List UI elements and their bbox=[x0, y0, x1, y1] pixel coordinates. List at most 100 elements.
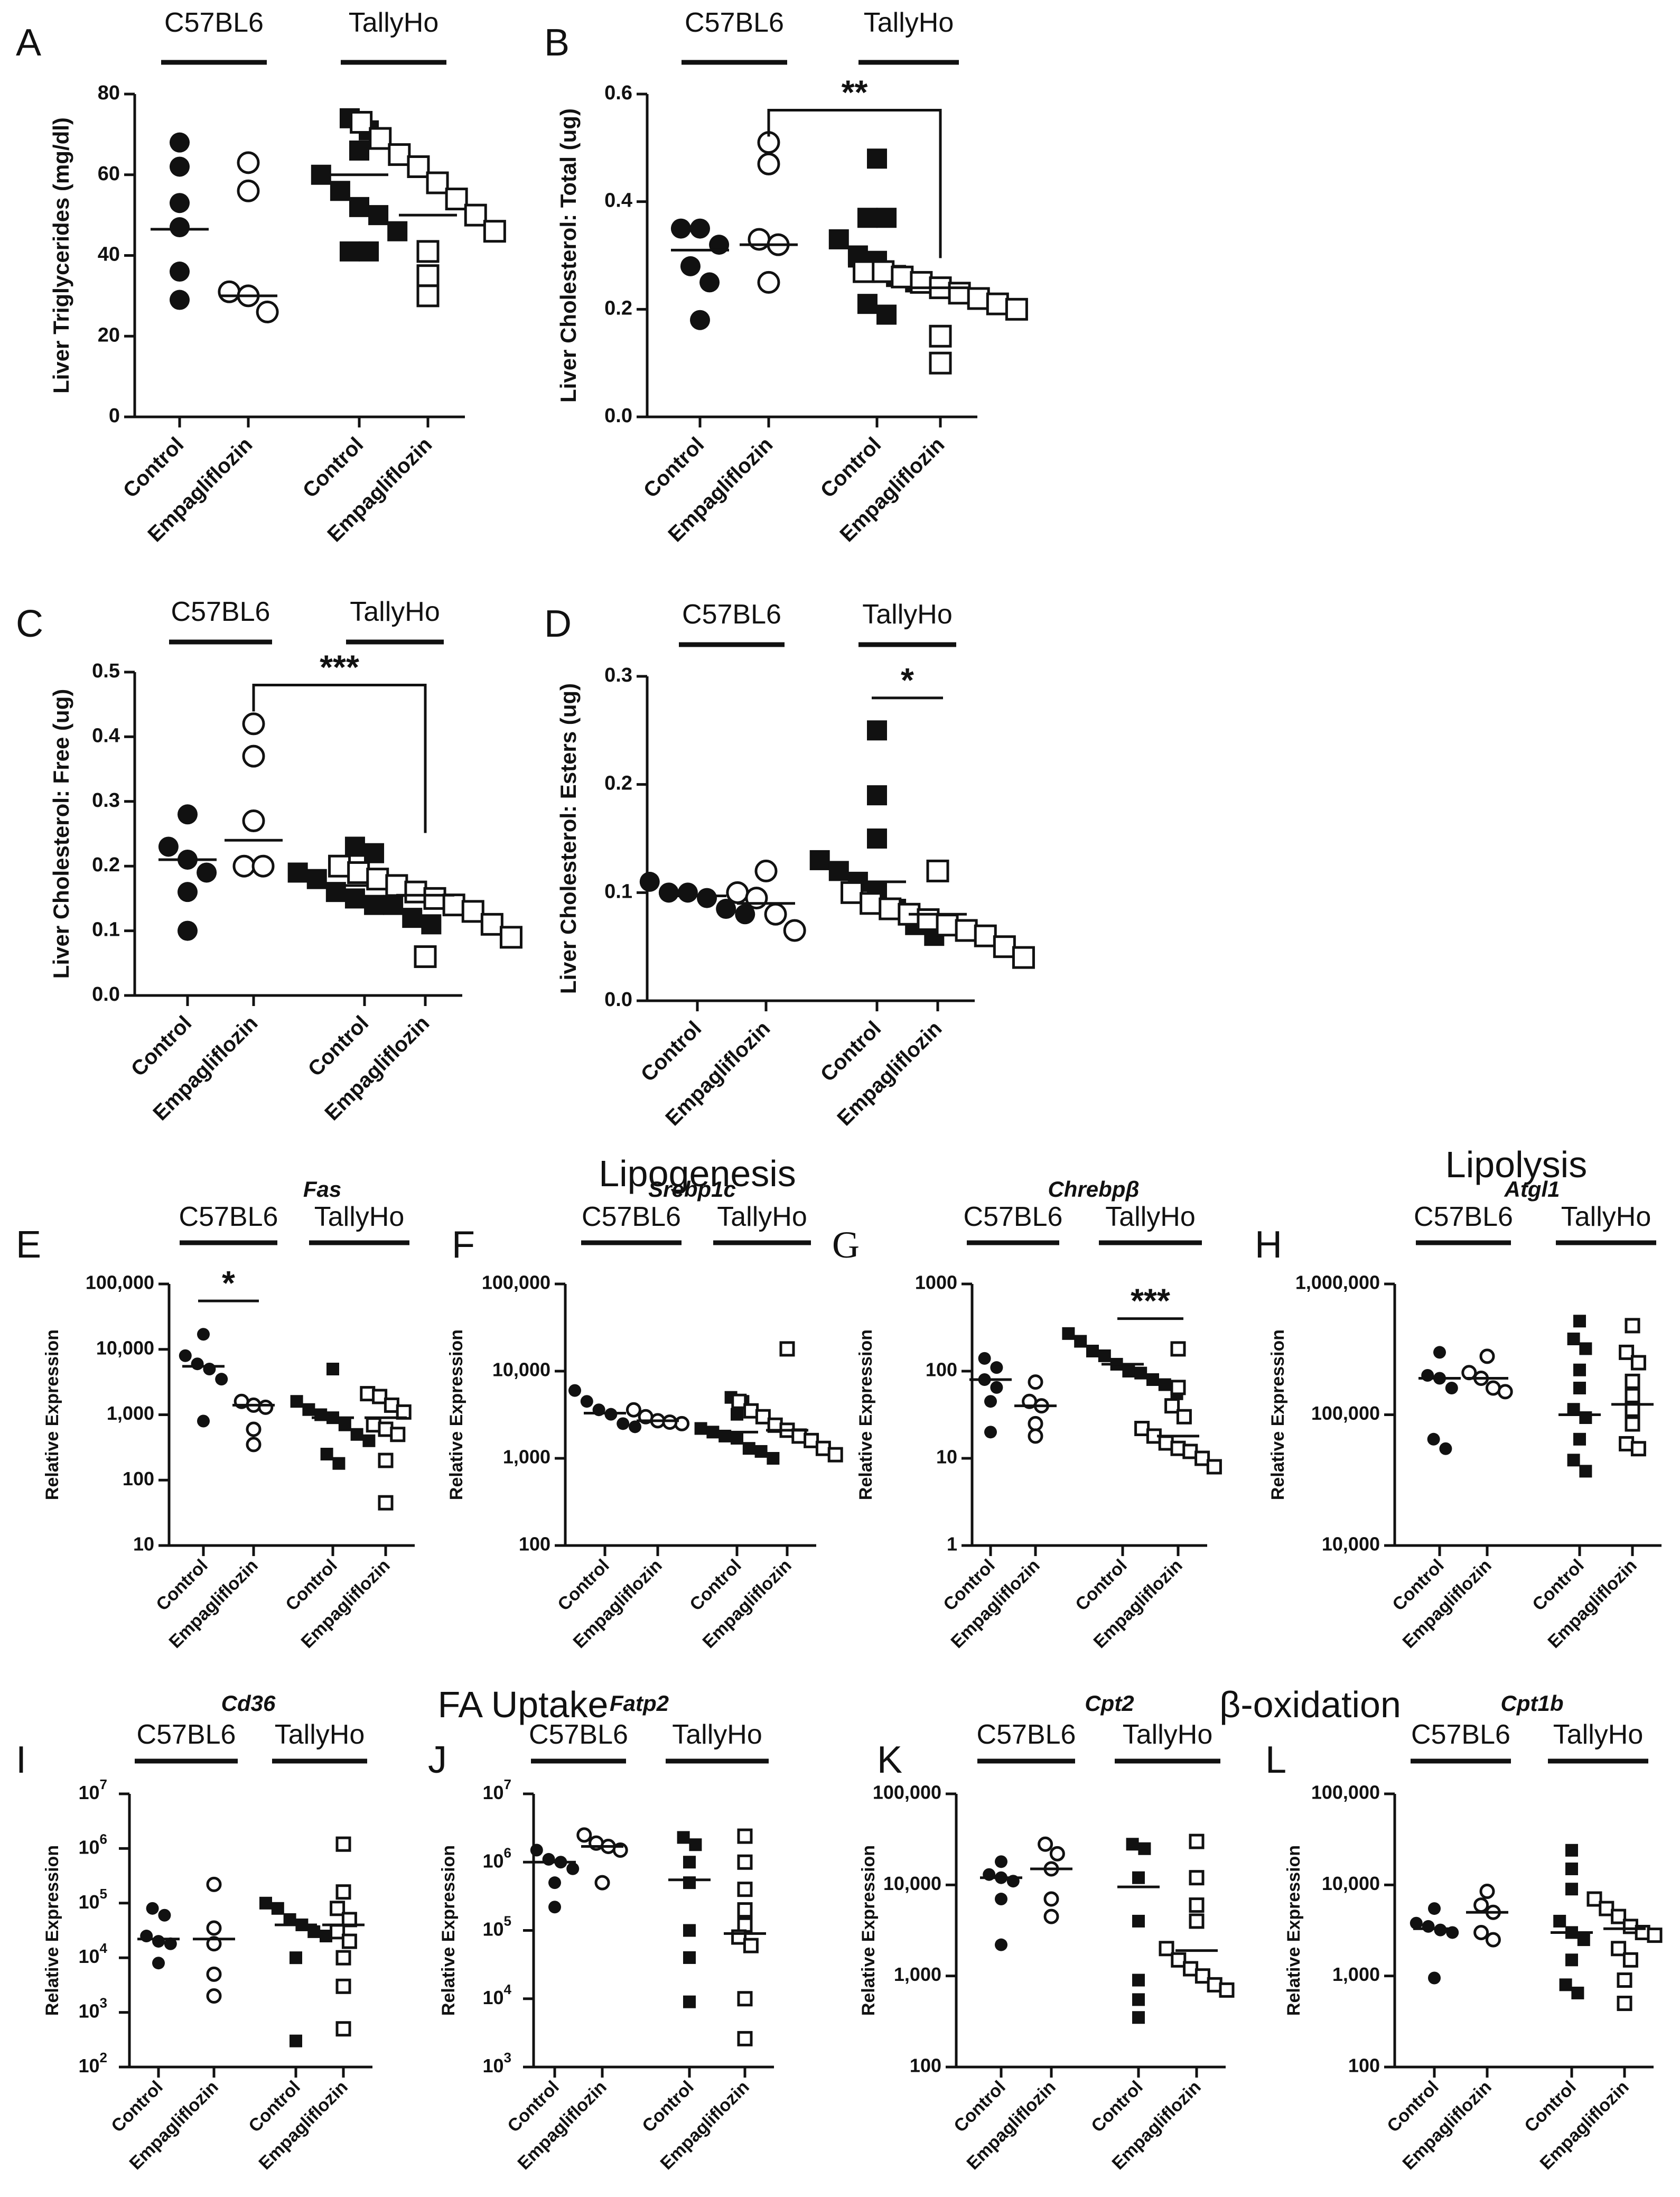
data-point bbox=[178, 882, 198, 902]
data-point bbox=[461, 900, 484, 923]
data-point bbox=[967, 287, 990, 310]
data-point bbox=[387, 221, 408, 241]
y-tick-label: 105 bbox=[482, 1913, 511, 1940]
data-point bbox=[548, 1876, 561, 1889]
data-point bbox=[1567, 1333, 1580, 1346]
gene-title: Chrebpβ bbox=[1048, 1177, 1139, 1202]
y-tick-label: 0.0 bbox=[604, 989, 632, 1011]
y-tick-label: 10,000 bbox=[883, 1873, 941, 1894]
data-point bbox=[1219, 1982, 1235, 1998]
data-point bbox=[828, 861, 849, 881]
panel-letter: C bbox=[16, 603, 43, 645]
data-point bbox=[307, 1925, 321, 1938]
data-point bbox=[237, 151, 260, 174]
data-point bbox=[332, 1457, 346, 1470]
group-label: TallyHo bbox=[1123, 1719, 1213, 1750]
data-point bbox=[917, 908, 940, 931]
data-point bbox=[867, 828, 887, 849]
data-point bbox=[755, 1409, 771, 1425]
data-point bbox=[256, 300, 279, 323]
data-point bbox=[1170, 1341, 1186, 1357]
data-point bbox=[414, 945, 437, 969]
group-label: TallyHo bbox=[350, 597, 440, 627]
data-point bbox=[366, 868, 389, 891]
data-point bbox=[984, 1426, 997, 1439]
y-tick-label: 102 bbox=[78, 2050, 107, 2077]
y-tick-label: 0.2 bbox=[604, 297, 632, 319]
data-point bbox=[694, 1422, 707, 1435]
gene-title: Cd36 bbox=[221, 1691, 276, 1716]
y-tick-label: 0.2 bbox=[604, 772, 632, 795]
data-point bbox=[1043, 1891, 1059, 1907]
data-point bbox=[170, 262, 190, 282]
y-tick-label: 104 bbox=[482, 1981, 511, 2008]
data-point bbox=[530, 1844, 543, 1857]
data-point bbox=[683, 1876, 696, 1889]
data-point bbox=[1038, 1836, 1053, 1852]
data-point bbox=[242, 712, 265, 736]
data-point bbox=[1170, 1380, 1186, 1395]
data-point bbox=[1579, 1465, 1592, 1478]
significance-label: *** bbox=[1131, 1282, 1170, 1320]
y-tick-label: 0.0 bbox=[604, 405, 632, 427]
y-tick-label: 1,000 bbox=[107, 1402, 154, 1424]
data-point bbox=[349, 197, 369, 217]
data-point bbox=[246, 1421, 262, 1437]
data-point bbox=[178, 804, 198, 825]
data-point bbox=[388, 143, 411, 166]
data-point bbox=[1445, 1381, 1458, 1394]
y-tick-label: 20 bbox=[98, 324, 120, 346]
data-point bbox=[853, 260, 876, 283]
y-axis-label: Relative Expression bbox=[1284, 1845, 1304, 2016]
data-point bbox=[677, 1831, 690, 1844]
gene-title: Fatp2 bbox=[610, 1691, 669, 1716]
data-point bbox=[1428, 1902, 1441, 1915]
data-point bbox=[359, 241, 379, 262]
data-point bbox=[662, 1414, 678, 1430]
data-point bbox=[926, 859, 949, 882]
data-point bbox=[783, 919, 806, 942]
data-point bbox=[754, 859, 778, 882]
gene-title: Fas bbox=[303, 1177, 341, 1202]
y-tick-label: 100 bbox=[519, 1533, 550, 1555]
data-point bbox=[867, 720, 887, 741]
x-category-label: Control bbox=[298, 433, 368, 502]
data-point bbox=[568, 1384, 581, 1397]
data-point bbox=[426, 171, 449, 194]
data-point bbox=[948, 282, 971, 305]
data-point bbox=[314, 1408, 328, 1421]
data-point bbox=[1005, 297, 1028, 321]
y-tick-label: 60 bbox=[98, 163, 120, 185]
y-tick-label: 100,000 bbox=[482, 1272, 550, 1293]
y-axis-label: Relative Expression bbox=[42, 1329, 62, 1500]
data-point bbox=[1579, 1342, 1592, 1355]
data-point bbox=[445, 188, 468, 211]
data-point bbox=[670, 218, 691, 239]
data-point bbox=[170, 290, 190, 310]
y-tick-label: 100 bbox=[123, 1468, 154, 1490]
data-point bbox=[290, 1395, 303, 1408]
data-point bbox=[404, 880, 427, 904]
data-point bbox=[699, 272, 720, 293]
data-point bbox=[330, 1924, 346, 1940]
group-label: C57BL6 bbox=[582, 1202, 681, 1232]
data-point bbox=[140, 1930, 153, 1943]
data-point bbox=[1086, 1344, 1099, 1357]
data-point bbox=[1171, 1952, 1187, 1968]
data-point bbox=[995, 1938, 1007, 1951]
significance-bracket bbox=[767, 109, 942, 258]
data-point bbox=[1122, 1365, 1135, 1377]
data-point bbox=[206, 1988, 222, 2004]
data-point bbox=[197, 1328, 210, 1341]
data-point bbox=[158, 836, 179, 857]
data-point bbox=[1049, 1846, 1065, 1861]
data-point bbox=[146, 1902, 159, 1915]
y-tick-label: 10 bbox=[133, 1533, 154, 1555]
data-point bbox=[731, 1431, 743, 1445]
data-point bbox=[349, 140, 369, 161]
data-point bbox=[737, 1854, 753, 1870]
group-label: C57BL6 bbox=[685, 7, 784, 38]
